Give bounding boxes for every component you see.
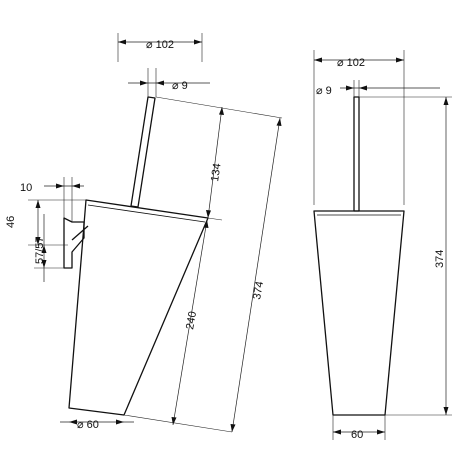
side-label-diameter-9: ⌀ 9 bbox=[172, 80, 188, 92]
front-label-diameter-102: ⌀ 102 bbox=[337, 57, 365, 69]
side-wall-mount bbox=[63, 217, 89, 269]
side-label-134: 134 bbox=[209, 163, 223, 183]
front-label-diameter-9: ⌀ 9 bbox=[316, 85, 332, 97]
side-dim-line-240 bbox=[172, 219, 208, 426]
side-dim-line-134 bbox=[207, 106, 223, 219]
side-label-240: 240 bbox=[184, 310, 199, 330]
side-view: ⌀ 102 ⌀ 9 134 240 374 10 bbox=[5, 33, 283, 433]
front-label-60: 60 bbox=[351, 429, 363, 441]
side-label-10: 10 bbox=[20, 182, 32, 194]
side-holder-rim bbox=[87, 204, 206, 223]
side-label-diameter-102: ⌀ 102 bbox=[146, 39, 174, 51]
side-brush-handle bbox=[130, 96, 156, 208]
front-label-374: 374 bbox=[434, 250, 446, 268]
side-label-374: 374 bbox=[251, 280, 266, 300]
side-label-diameter-60: ⌀ 60 bbox=[77, 419, 99, 431]
front-view: ⌀ 102 ⌀ 9 374 60 bbox=[313, 50, 452, 441]
front-holder-body bbox=[313, 210, 405, 416]
side-dim-line-374 bbox=[231, 117, 281, 433]
side-label-46: 46 bbox=[5, 216, 17, 228]
side-holder-body bbox=[68, 199, 209, 416]
front-brush-handle bbox=[353, 96, 360, 212]
side-label-57-57: 57/57 bbox=[34, 236, 46, 264]
